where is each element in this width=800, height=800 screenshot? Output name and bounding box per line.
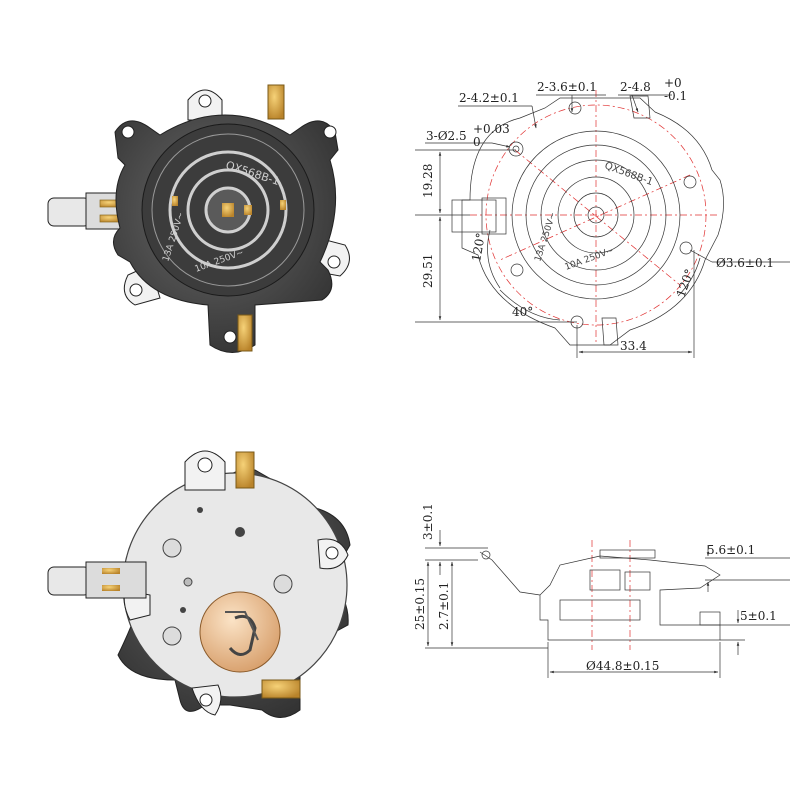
mount-hole-6 — [568, 101, 582, 115]
dim-side-5: 5±0.1 — [740, 609, 777, 623]
top-view-drawing: QX568B-1 13A 250V~ 10A 250V~ 2-4.2±0.1 2… — [415, 76, 790, 358]
dim-side-27: 2.7±0.1 — [437, 582, 451, 630]
top-view-render: QX568B-1 13A 250V~ 10A 250V~ — [47, 84, 350, 353]
dim-holes-tol-top: +0.03 — [473, 122, 510, 136]
mount-hole-5 — [510, 263, 524, 277]
dim-angle-40: 40° — [512, 305, 533, 319]
dim-side-56: 5.6±0.1 — [707, 543, 755, 557]
mounting-tab-top — [187, 89, 223, 121]
mount-hole-2 — [683, 175, 697, 189]
dim-angle-right: 120° — [674, 267, 697, 299]
dim-slots-width: 2-4.2±0.1 — [459, 91, 519, 105]
dim-terminal-tol-bottom: -0.1 — [664, 89, 687, 103]
dim-slots-small: 2-3.6±0.1 — [537, 80, 597, 94]
terminal-bottom — [237, 314, 253, 352]
marking-model-drawing: QX568B-1 — [603, 160, 654, 188]
dim-holes-tol-bottom: 0 — [473, 135, 481, 149]
mount-hole-4 — [679, 241, 693, 255]
dim-holes: 3-Ø2.5 — [426, 129, 467, 143]
dim-hole-dia: Ø3.6±0.1 — [716, 256, 774, 270]
mount-hole-1 — [508, 141, 524, 157]
terminal-top — [267, 84, 285, 120]
dim-terminal-width: 2-4.8 — [620, 80, 651, 94]
copper-disc — [199, 591, 281, 673]
side-view-drawing: 3±0.1 25±0.15 2.7±0.1 5.6±0.1 5±0.1 Ø44.… — [413, 503, 790, 678]
dim-side-3: 3±0.1 — [421, 503, 435, 540]
terminal-top-bottom-view — [235, 451, 255, 489]
dim-width: 33.4 — [620, 339, 647, 353]
bottom-view-render — [47, 450, 351, 718]
dim-height-bottom: 29.51 — [421, 254, 435, 288]
terminal-bottom-bottom-view — [261, 679, 301, 699]
dim-height-top: 19.28 — [421, 164, 435, 198]
dim-side-25: 25±0.15 — [413, 578, 427, 630]
dim-terminal-tol-top: +0 — [664, 76, 682, 90]
marking-rating-drawing: 13A 250V~ — [533, 211, 558, 263]
dim-base-dia: Ø44.8±0.15 — [586, 659, 659, 673]
dim-angle-left: 120° — [469, 232, 488, 263]
